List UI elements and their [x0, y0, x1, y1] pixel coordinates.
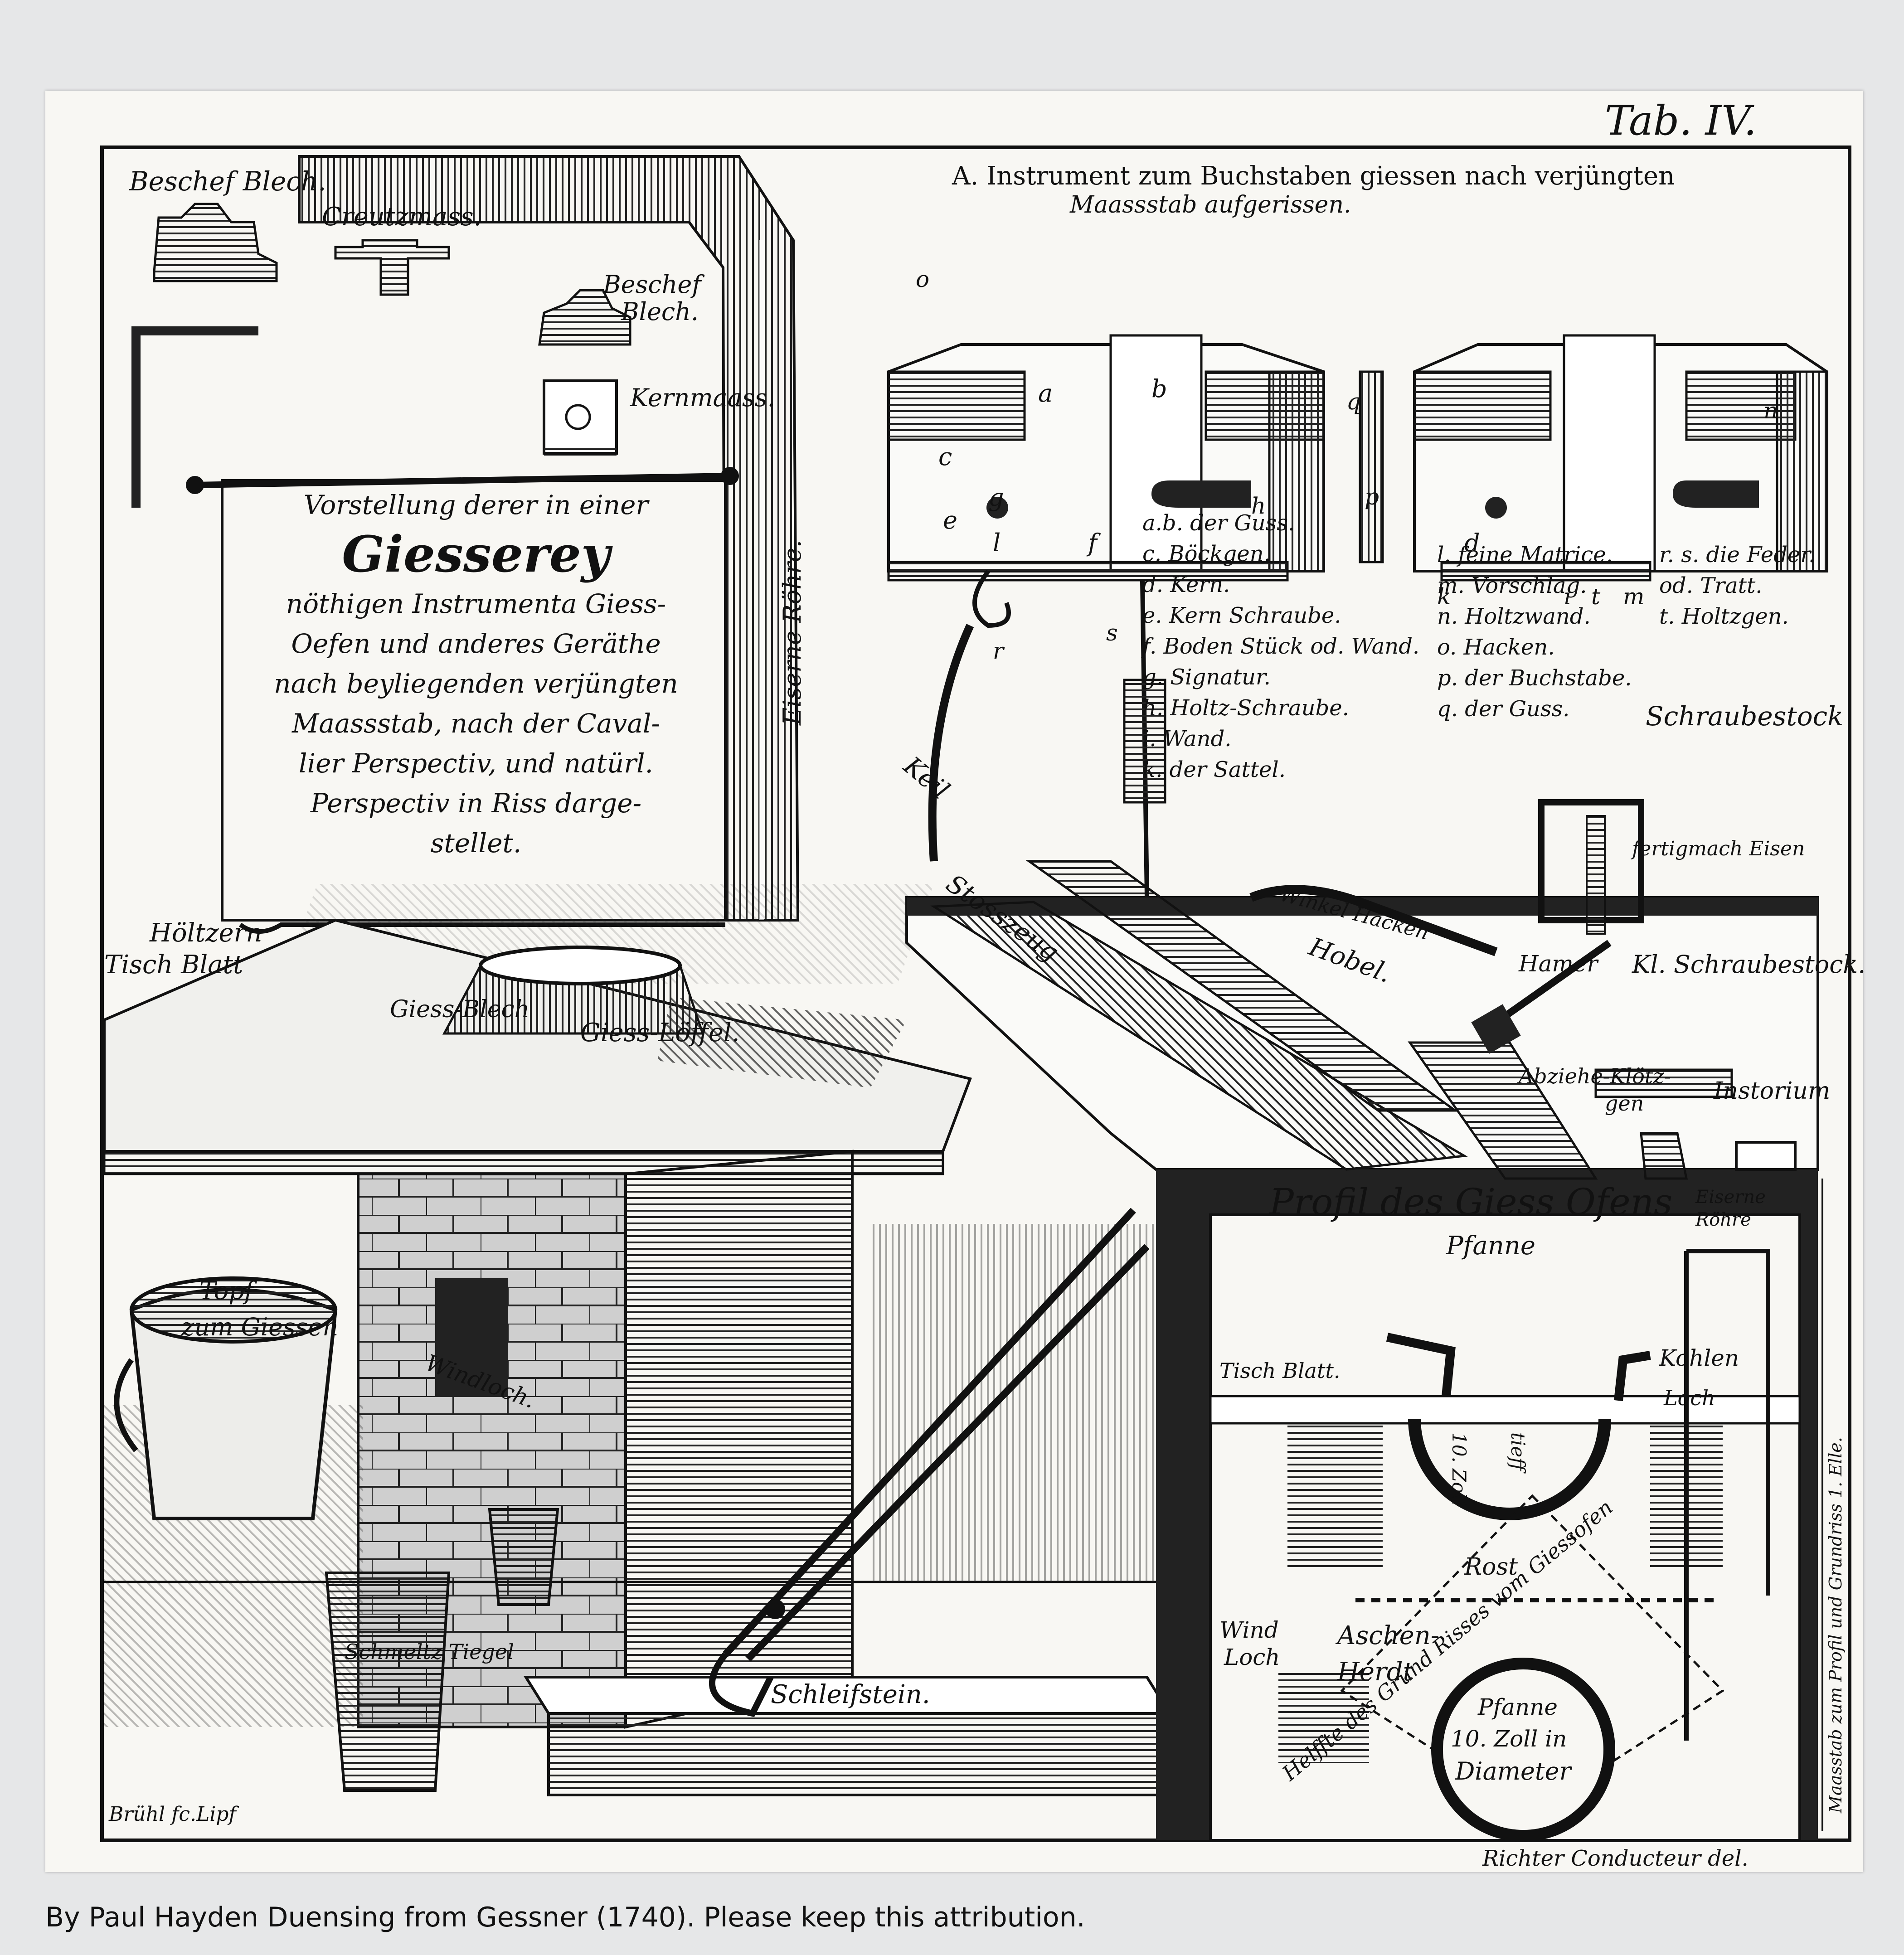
legend-item: h. Holtz-Schraube. — [1142, 695, 1349, 721]
legend-item: c. Böckgen. — [1142, 541, 1271, 567]
hamer-label: Hamer — [1519, 951, 1598, 977]
beschef-blech-label-1: Beschef Blech. — [129, 166, 326, 197]
hoelzern-tischblatt-label-a: Höltzern — [150, 918, 262, 948]
legend-item: f. Boden Stück od. Wand. — [1142, 634, 1420, 659]
part-letter: c — [938, 442, 952, 471]
scale-note: Maasstab zum Profil und Grundriss 1. Ell… — [1826, 1437, 1846, 1813]
legend-item: t. Holtzgen. — [1659, 604, 1789, 629]
schraubestock-label: Schraubestock — [1646, 701, 1844, 732]
fertigmach-eisen-label: fertigmach Eisen — [1632, 837, 1805, 860]
scroll-line-3: nöthigen Instrumenta Giess- — [286, 588, 666, 619]
profile-pfanne-diameter-c: Diameter — [1455, 1757, 1571, 1785]
scroll-line-5: nach beyliegenden verjüngten — [274, 668, 678, 699]
engraving-plate — [100, 146, 1851, 1842]
part-letter: m — [1623, 583, 1645, 610]
part-letter: q — [1346, 388, 1361, 415]
part-letter: r — [993, 638, 1004, 664]
scroll-title: Vorstellung derer in einer Giesserey nöt… — [240, 485, 712, 863]
schmelztiegel-label: Schmeltz Tiegel — [345, 1640, 514, 1664]
scroll-line-8: Perspectiv in Riss darge- — [310, 788, 642, 819]
part-letter: t — [1591, 583, 1601, 610]
profile-pfanne: Pfanne — [1446, 1231, 1536, 1261]
legend-item: p. der Buchstabe. — [1437, 665, 1632, 691]
profile-pfanne-diameter-b: 10. Zoll in — [1451, 1726, 1567, 1752]
legend-item: e. Kern Schraube. — [1142, 603, 1341, 628]
legend-item: g. Signatur. — [1142, 665, 1271, 690]
profile-title: Profil des Giess Ofens — [1269, 1181, 1673, 1223]
part-letter: p — [1365, 484, 1379, 510]
profile-zoll: 10. Zoll — [1448, 1432, 1470, 1506]
profile-tieff: tieff — [1507, 1432, 1529, 1471]
scroll-line-6: Maassstab, nach der Caval- — [292, 708, 660, 739]
instrument-title-b: Maassstab aufgerissen. — [1070, 191, 1351, 218]
profile-eiserne-roehre-a: Eiserne — [1695, 1187, 1766, 1208]
legend-item: m. Vorschlag. — [1437, 573, 1587, 598]
part-letter: b — [1151, 374, 1167, 403]
profile-aschen-herdt-b: Herdt — [1337, 1657, 1413, 1687]
legend-item: k. der Sattel. — [1142, 757, 1286, 782]
legend-item: n. Holtzwand. — [1437, 604, 1591, 629]
legend-item: i. Wand. — [1142, 726, 1232, 752]
part-letter: g — [988, 483, 1004, 512]
profile-wind-loch-b: Loch — [1224, 1644, 1280, 1670]
legend-item: l. feine Matrice. — [1437, 542, 1613, 568]
part-letter: f — [1088, 529, 1097, 557]
profile-rost: Rost — [1464, 1553, 1518, 1581]
creutzmass-label: Creutzmass. — [322, 202, 482, 232]
part-letter: d — [1464, 529, 1480, 557]
scroll-line-7: lier Perspectiv, und natürl. — [299, 748, 653, 779]
profile-eiserne-roehre-b: Röhre — [1695, 1209, 1751, 1230]
hoelzern-tischblatt-label-b: Tisch Blatt — [104, 950, 243, 980]
part-letter: k — [1437, 583, 1451, 610]
profile-aschen-herdt-a: Aschen- — [1337, 1621, 1439, 1650]
part-letter: a — [1038, 379, 1053, 407]
legend-item: d. Kern. — [1142, 572, 1230, 597]
engraver-credit: Brühl fc.Lipf — [109, 1803, 236, 1826]
part-letter: e — [943, 506, 957, 534]
part-letter: o — [916, 266, 930, 292]
scroll-line-9: stellet. — [430, 828, 522, 859]
legend-item: r. s. die Feder. — [1659, 542, 1816, 568]
instrument-legend-col2: l. feine Matrice. m. Vorschlag. n. Holtz… — [1437, 539, 1632, 724]
giessblech-label: Giess-Blech — [390, 996, 530, 1023]
part-letter: l — [993, 529, 1001, 557]
tab-label: Tab. IV. — [1605, 97, 1757, 145]
draftsman-credit: Richter Conducteur del. — [1482, 1846, 1749, 1871]
abziehe-kloetz-label-b: gen — [1605, 1091, 1644, 1116]
legend-item: q. der Guss. — [1437, 696, 1570, 722]
beschef-blech-label-2a: Beschef — [603, 270, 701, 299]
scroll-line-4: Oefen und anderes Geräthe — [291, 628, 661, 659]
instorium-label: Instorium — [1714, 1077, 1831, 1105]
instrument-legend-col1: a.b. der Guss. c. Böckgen. d. Kern. e. K… — [1142, 508, 1419, 785]
profile-pfanne-diameter-a: Pfanne — [1478, 1694, 1558, 1720]
legend-item: od. Tratt. — [1659, 573, 1763, 598]
profile-wind-loch-a: Wind — [1219, 1617, 1279, 1643]
profile-loch: Loch — [1664, 1386, 1715, 1410]
schleifstein-label: Schleifstein. — [771, 1680, 930, 1709]
part-letter: i — [1564, 583, 1571, 610]
instrument-legend-col3: r. s. die Feder. od. Tratt. t. Holtzgen. — [1659, 539, 1815, 632]
profile-kohlen: Kohlen — [1659, 1345, 1739, 1371]
engraving-paper: Tab. IV. Beschef Blech. Creutzmass. Besc… — [45, 91, 1866, 1872]
abziehe-kloetz-label-a: Abziehe-Klötz- — [1519, 1064, 1671, 1088]
scroll-line-1: Vorstellung derer in einer — [303, 490, 649, 520]
topf-label-b: zum Giessen — [181, 1313, 339, 1341]
profile-tisch-blatt: Tisch Blatt. — [1219, 1358, 1341, 1383]
eiserne-roehre-label: Eiserne Röhre. — [778, 540, 806, 725]
topf-label-a: Topf — [199, 1276, 253, 1305]
part-letter: s — [1106, 620, 1118, 646]
legend-item: o. Hacken. — [1437, 635, 1555, 660]
legend-item: a.b. der Guss. — [1142, 510, 1295, 536]
beschef-blech-label-2b: Blech. — [621, 297, 699, 326]
attribution-caption: By Paul Hayden Duensing from Gessner (17… — [45, 1902, 1085, 1933]
kernmaass-label: Kernmaass. — [630, 383, 775, 412]
giessloeffel-label: Giess-Löffel. — [580, 1018, 740, 1048]
part-letter: n — [1763, 398, 1778, 424]
part-letter: h — [1251, 493, 1266, 519]
kl-schraubestock-label: Kl. Schraubestock. — [1632, 950, 1866, 979]
scroll-line-2: Giesserey — [342, 525, 610, 583]
instrument-title-a: A. Instrument zum Buchstaben giessen nac… — [952, 161, 1675, 191]
